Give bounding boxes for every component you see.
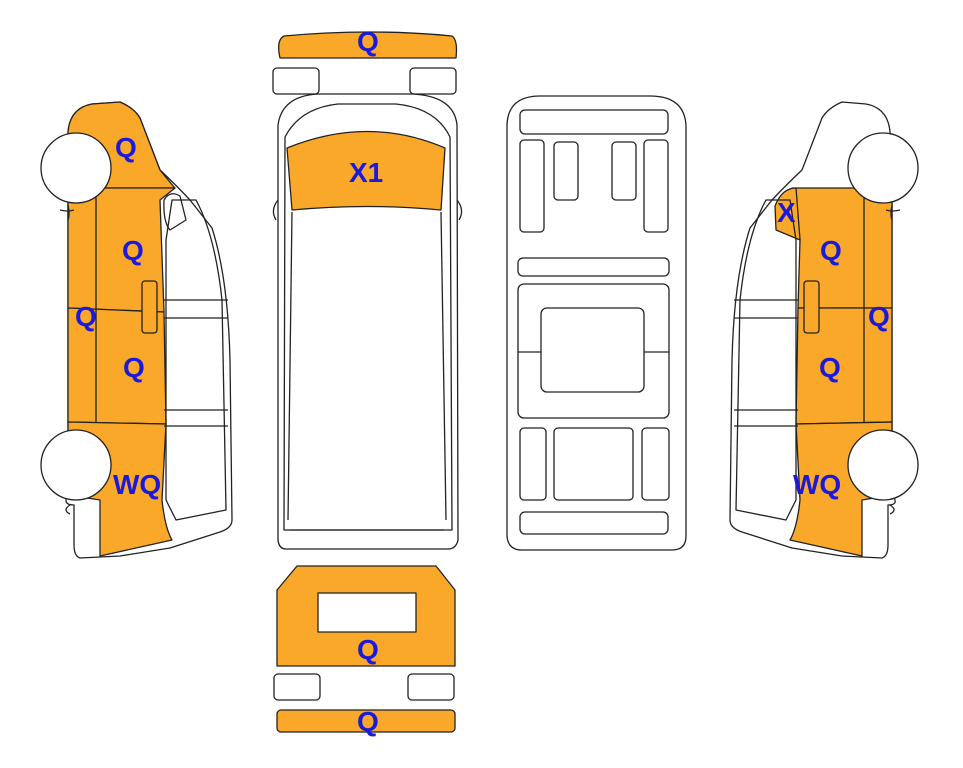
label-right-mid: Q xyxy=(868,301,890,332)
rear-right-taillight xyxy=(407,673,455,701)
front-right-headlight xyxy=(409,67,457,95)
front-left-headlight xyxy=(272,67,320,95)
rear-left-taillight xyxy=(273,673,321,701)
label-left-sliding-door: Q xyxy=(123,352,145,383)
right-rear-wheel xyxy=(847,429,919,501)
label-hood: X1 xyxy=(349,157,384,188)
label-front-bumper: Q xyxy=(357,26,379,57)
right-front-wheel xyxy=(847,132,919,204)
label-right-front-door: Q xyxy=(820,235,842,266)
label-right-rear-quarter: WQ xyxy=(793,469,842,500)
left-front-wheel xyxy=(40,132,112,204)
label-left-mid: Q xyxy=(75,301,97,332)
hood-panel xyxy=(286,130,446,211)
left-rear-wheel xyxy=(40,429,112,501)
rear-window xyxy=(317,592,417,633)
label-rear-bumper: Q xyxy=(357,706,379,737)
label-rear-door: Q xyxy=(357,634,379,665)
label-left-rear-quarter: WQ xyxy=(113,469,162,500)
rear-bumper-panel xyxy=(276,709,456,733)
front-bumper-panel xyxy=(278,31,458,59)
label-left-front-fender: Q xyxy=(115,132,137,163)
label-right-a-pillar: X xyxy=(777,197,796,228)
label-right-sliding-door: Q xyxy=(819,352,841,383)
top-view-roof xyxy=(283,103,453,531)
label-left-front-door: Q xyxy=(122,235,144,266)
